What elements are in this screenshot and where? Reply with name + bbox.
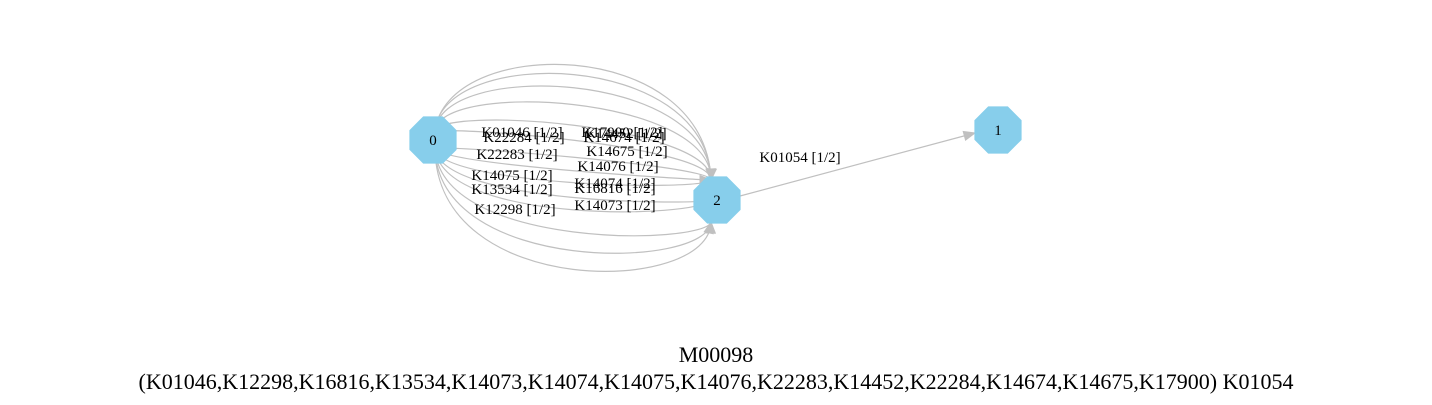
graph-title: M00098 <box>679 342 754 367</box>
edge-0-2 <box>434 147 712 254</box>
edge-label: K14074 [1/2] <box>574 176 655 192</box>
edge-0-2 <box>434 72 712 181</box>
edge-label: K14073 [1/2] <box>574 198 655 214</box>
edge-labels-layer: K01046 [1/2] K12298 [1/2] K16816 [1/2] K135… <box>471 125 840 218</box>
edge-label: K14452 [1/2] <box>585 126 666 142</box>
edge-label: K22283 [1/2] <box>476 147 557 163</box>
edge-0-2 <box>434 147 712 237</box>
edge-label: K01054 [1/2] <box>759 150 840 166</box>
node-shape <box>974 106 1022 154</box>
edge-0-2 <box>434 147 712 186</box>
edge-arrowhead <box>962 130 977 142</box>
node-label: 0 <box>429 133 437 149</box>
edge-label: K12298 [1/2] <box>474 202 555 218</box>
node-0: 0 <box>409 116 457 164</box>
edge-2-1 <box>739 132 976 197</box>
edge-0-2 <box>434 147 712 272</box>
node-label: 1 <box>994 123 1002 139</box>
graph-definition: (K01046,K12298,K16816,K13534,K14073,K140… <box>139 369 1294 394</box>
edge-arrowhead <box>705 220 717 234</box>
edge-label: K22284 [1/2] <box>483 130 564 146</box>
node-label: 2 <box>713 193 721 209</box>
edge-label: K13534 [1/2] <box>471 182 552 198</box>
node-2: 2 <box>693 176 741 224</box>
node-shape <box>693 176 741 224</box>
edge-0-2 <box>434 63 712 181</box>
edge-arrowhead <box>706 168 717 182</box>
edge-label: K16816 [1/2] <box>574 181 655 197</box>
node-shape <box>409 116 457 164</box>
edge-label: K14076 [1/2] <box>577 159 658 175</box>
edge-label: K14674 [1/2] <box>583 130 664 146</box>
edge-label: K14675 [1/2] <box>586 144 667 160</box>
edge-label: K17900 [1/2] <box>581 125 662 141</box>
node-1: 1 <box>974 106 1022 154</box>
edge-label: K01046 [1/2] <box>481 125 562 141</box>
edge-label: K14075 [1/2] <box>471 168 552 184</box>
nodes-layer: 0 1 2 <box>409 106 1022 224</box>
edge-0-2 <box>434 101 712 181</box>
edge-0-2 <box>434 85 712 181</box>
